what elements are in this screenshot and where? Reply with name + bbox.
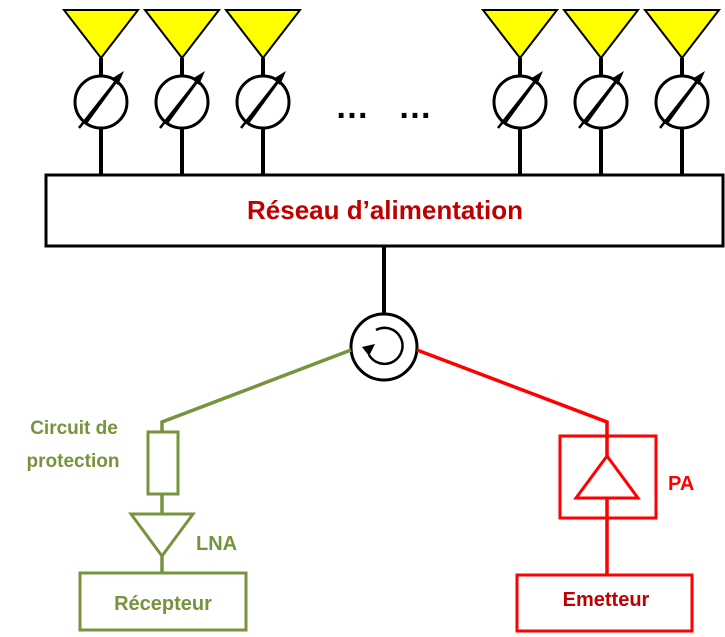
antenna-icon bbox=[480, 9, 560, 60]
pa-label: PA bbox=[668, 473, 694, 495]
protection-circuit-block bbox=[146, 430, 180, 496]
antenna-icon bbox=[142, 9, 222, 60]
antenna-element-1 bbox=[61, 9, 141, 175]
feed-network-label: Réseau d’alimentation bbox=[247, 195, 523, 225]
ellipsis-left: … bbox=[335, 88, 369, 126]
protection-circuit-label-line2: protection bbox=[27, 451, 120, 472]
receiver-block bbox=[78, 571, 248, 632]
lna-label: LNA bbox=[196, 533, 237, 555]
circulator-icon bbox=[349, 312, 419, 382]
receiver-label: Récepteur bbox=[114, 593, 212, 615]
antenna-icon bbox=[642, 9, 722, 60]
antenna-element-4 bbox=[480, 9, 560, 175]
antenna-element-3 bbox=[223, 9, 303, 175]
transmit-chain: PA Emetteur bbox=[416, 348, 694, 633]
antenna-icon bbox=[61, 9, 141, 60]
ellipsis-right: … bbox=[398, 88, 432, 126]
lna-icon bbox=[128, 512, 196, 559]
antenna-icon bbox=[223, 9, 303, 60]
antenna-element-6 bbox=[642, 9, 722, 175]
antenna-element-5 bbox=[561, 9, 641, 175]
transmitter-block bbox=[515, 573, 694, 633]
protection-circuit-label-line1: Circuit de bbox=[30, 418, 118, 439]
receive-chain: Circuit de protection LNA Récepteur bbox=[27, 348, 352, 632]
circulator bbox=[349, 312, 419, 382]
antenna-icon bbox=[561, 9, 641, 60]
transmitter-label: Emetteur bbox=[563, 589, 650, 611]
antenna-element-2 bbox=[142, 9, 222, 175]
